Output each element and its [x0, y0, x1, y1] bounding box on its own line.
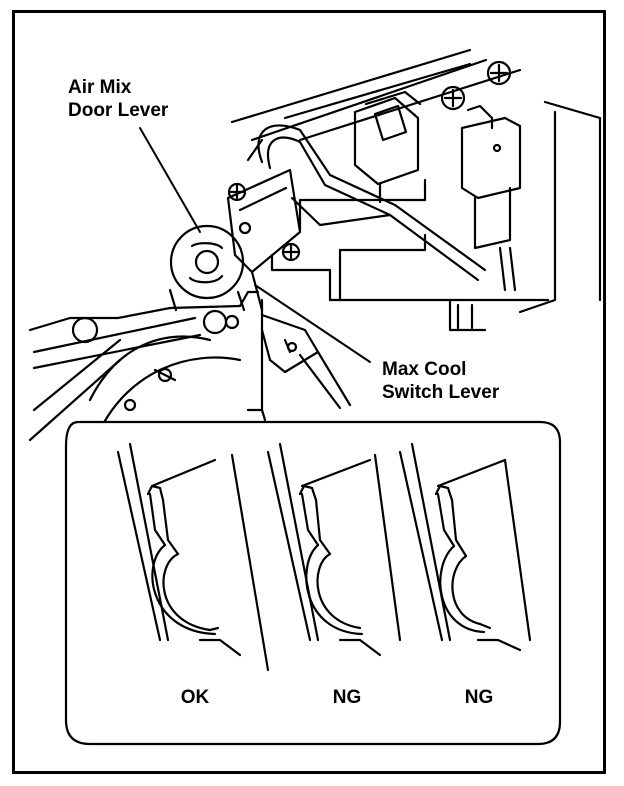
screw-icons	[227, 60, 512, 262]
detail-ok	[116, 442, 270, 672]
heater-housing	[230, 48, 602, 332]
max-cool-label-line-1: Max Cool	[382, 359, 467, 380]
wire-harness	[257, 124, 487, 282]
max-cool-switch-lever-label: Max Cool Switch Lever	[382, 358, 499, 404]
air-mix-label-line-2: Door Lever	[68, 100, 169, 121]
linkage	[28, 290, 260, 442]
detail-inset	[64, 420, 562, 746]
air-mix-door-lever-label: Air Mix Door Lever	[68, 76, 168, 122]
max-cool-label-line-2: Switch Lever	[382, 382, 500, 403]
figure-border	[12, 10, 606, 774]
max-cool-switch	[226, 168, 352, 410]
state-label-ng-1: NG	[332, 687, 362, 708]
air-mix-door-lever	[168, 224, 246, 312]
lever-tip-inset	[246, 298, 267, 422]
state-label-ok: OK	[180, 687, 210, 708]
leader-lines	[139, 127, 371, 363]
detail-ng-2	[398, 442, 532, 652]
connector-right	[460, 104, 522, 292]
air-mix-label-line-1: Air Mix	[68, 77, 132, 98]
connector-left	[353, 90, 422, 204]
detail-ng-1	[266, 442, 402, 657]
state-label-ng-2: NG	[464, 687, 494, 708]
